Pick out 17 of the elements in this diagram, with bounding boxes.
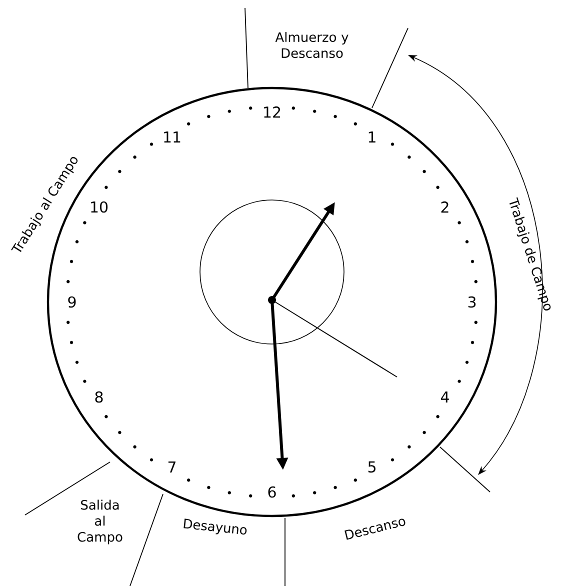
hour-number: 11 — [164, 132, 180, 142]
hour-number: 2 — [441, 201, 448, 213]
hour-number: 9 — [68, 296, 76, 308]
period-label: Trabajo de Campo — [509, 197, 551, 310]
hour-number: 4 — [440, 392, 449, 402]
hour-number: 6 — [268, 486, 276, 498]
hour-number: 10 — [91, 201, 108, 213]
period-label: Descanso — [344, 518, 406, 540]
hour-number: 12 — [264, 106, 280, 118]
hour-number: 3 — [468, 296, 476, 308]
hour-number: 5 — [368, 461, 376, 473]
hour-number: 8 — [95, 391, 103, 403]
period-label: Desayuno — [184, 518, 247, 535]
period-label: Salida al Campo — [78, 500, 122, 544]
hour-number: 1 — [368, 132, 376, 142]
hour-number: 7 — [168, 462, 176, 472]
period-label: Almuerzo y Descanso — [275, 32, 348, 58]
